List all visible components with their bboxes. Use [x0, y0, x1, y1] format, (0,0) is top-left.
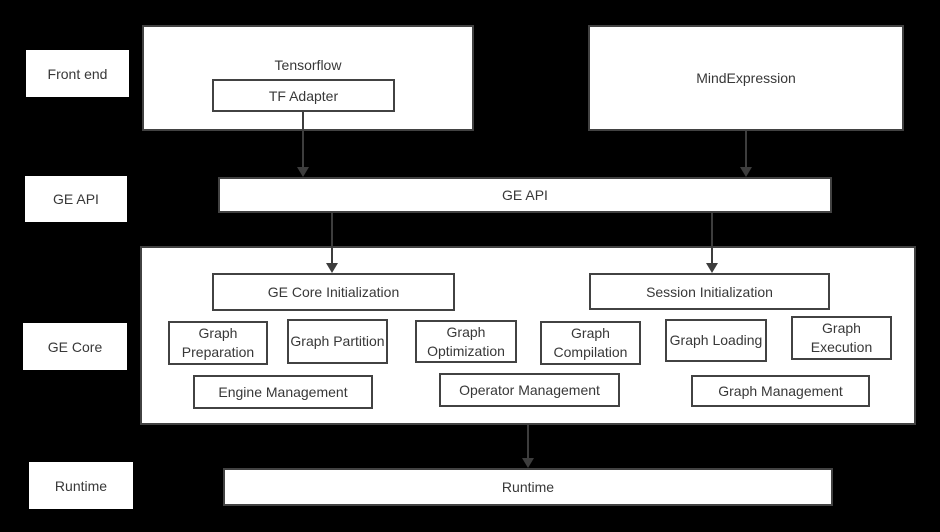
ge-api-label: GE API	[502, 187, 548, 203]
graph-preparation-box: Graph Preparation	[168, 321, 268, 365]
session-initialization-box: Session Initialization	[589, 273, 830, 310]
mindexpression-label: MindExpression	[696, 70, 796, 86]
arrow-gecore-to-runtime	[522, 425, 534, 468]
tf-adapter-label: TF Adapter	[268, 87, 339, 104]
runtime-label: Runtime	[501, 479, 555, 495]
graph-optimization-label: Graph Optimization	[427, 323, 505, 359]
operator-management-label: Operator Management	[459, 382, 600, 398]
tensorflow-box: Tensorflow TF Adapter	[142, 25, 474, 131]
arrow-geapi-to-gecore-init	[326, 213, 338, 273]
row-label-runtime: Runtime	[29, 462, 133, 509]
graph-partition-box: Graph Partition	[287, 319, 388, 364]
tensorflow-title: Tensorflow	[274, 57, 342, 73]
graph-compilation-label: Graph Compilation	[553, 325, 628, 360]
row-label-ge-api: GE API	[25, 176, 127, 222]
arrow-head-icon	[706, 263, 718, 273]
graph-loading-label: Graph Loading	[669, 332, 763, 348]
ge-core-initialization-box: GE Core Initialization	[212, 273, 455, 311]
graph-management-box: Graph Management	[691, 375, 870, 407]
engine-management-label: Engine Management	[218, 384, 348, 400]
arrow-head-icon	[297, 167, 309, 177]
tf-adapter-box: TF Adapter	[212, 79, 395, 112]
row-label-ge-core: GE Core	[23, 323, 127, 370]
ge-core-box: GE Core Initialization Session Initializ…	[140, 246, 916, 425]
mindexpression-box: MindExpression	[588, 25, 904, 131]
ge-api-box: GE API	[218, 177, 832, 213]
ge-core-initialization-label: GE Core Initialization	[267, 284, 400, 300]
graph-execution-box: Graph Execution	[791, 316, 892, 360]
engine-management-box: Engine Management	[193, 375, 373, 409]
graph-compilation-box: Graph Compilation	[540, 321, 641, 365]
session-initialization-label: Session Initialization	[646, 283, 773, 300]
arrow-head-icon	[740, 167, 752, 177]
graph-execution-label: Graph Execution	[810, 320, 873, 355]
arrow-tfadapter-to-geapi	[297, 112, 309, 177]
graph-preparation-label: Graph Preparation	[181, 325, 255, 360]
row-label-front-end: Front end	[26, 50, 129, 97]
graph-management-label: Graph Management	[718, 383, 843, 399]
arrow-mindexpression-to-geapi	[740, 131, 752, 177]
graph-optimization-box: Graph Optimization	[415, 320, 517, 363]
arrow-geapi-to-session-init	[706, 213, 718, 273]
runtime-box: Runtime	[223, 468, 833, 506]
arrow-head-icon	[326, 263, 338, 273]
graph-partition-label: Graph Partition	[290, 333, 385, 349]
operator-management-box: Operator Management	[439, 373, 620, 407]
graph-loading-box: Graph Loading	[665, 319, 767, 362]
arrow-head-icon	[522, 458, 534, 468]
